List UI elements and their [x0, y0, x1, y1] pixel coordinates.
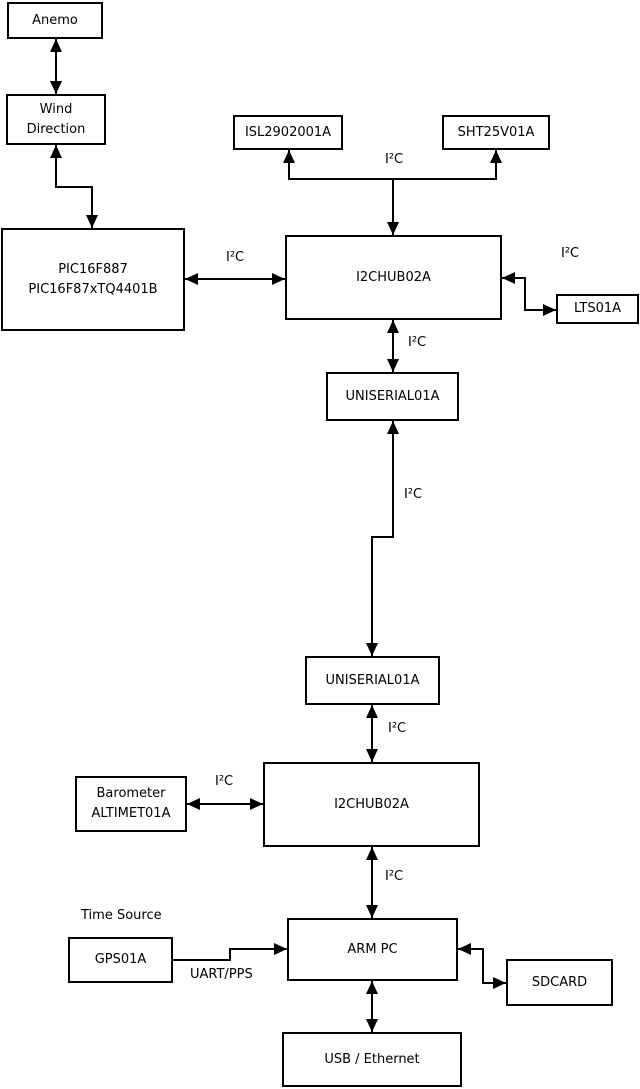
- node-uniserial01a-upper-label: UNISERIAL01A: [345, 388, 440, 404]
- edge-label-i2c-barometer-hub: I²C: [215, 774, 234, 789]
- node-arm-pc: ARM PC: [287, 918, 458, 981]
- node-anemo-label: Anemo: [32, 12, 78, 28]
- node-sdcard-label: SDCARD: [531, 974, 588, 990]
- node-isl2902001a-label: ISL2902001A: [244, 124, 332, 140]
- node-lts01a-label: LTS01A: [573, 301, 622, 316]
- edge-label-i2c-hub-uniserial: I²C: [408, 335, 427, 350]
- connector-gps-armpc: [173, 943, 287, 961]
- node-wind-direction-label-line1: Wind: [39, 101, 73, 117]
- connector-uniserial-upper-lower: [366, 421, 399, 656]
- node-uniserial01a-lower: UNISERIAL01A: [305, 656, 440, 705]
- node-i2chub02a-top: I2CHUB02A: [285, 235, 502, 320]
- node-pic16f887-label-line2: PIC16F87xTQ4401B: [28, 281, 158, 297]
- edge-label-uart-pps: UART/PPS: [190, 967, 253, 982]
- node-barometer-altimet01a: Barometer ALTIMET01A: [75, 776, 187, 832]
- edge-label-i2c-bus: I²C: [385, 152, 404, 167]
- node-sht25v01a: SHT25V01A: [442, 115, 550, 150]
- node-gps01a: GPS01A: [68, 937, 173, 983]
- node-i2chub02a-top-label: I2CHUB02A: [356, 269, 431, 285]
- node-i2chub02a-bottom-label: I2CHUB02A: [334, 796, 409, 812]
- node-arm-pc-label: ARM PC: [347, 941, 398, 957]
- node-pic16f887: PIC16F887 PIC16F87xTQ4401B: [1, 228, 185, 331]
- node-anemo: Anemo: [7, 2, 103, 39]
- node-i2chub02a-bottom: I2CHUB02A: [263, 762, 480, 847]
- edge-label-i2c-uniserial-link: I²C: [404, 487, 423, 502]
- node-lts01a: LTS01A: [556, 294, 639, 324]
- connector-armpc-sdcard: [458, 943, 506, 989]
- node-uniserial01a-upper: UNISERIAL01A: [326, 372, 459, 421]
- node-isl2902001a: ISL2902001A: [233, 115, 343, 150]
- connector-i2chub-top-lts: [502, 272, 556, 316]
- edge-label-i2c-uniserial-hub: I²C: [388, 721, 407, 736]
- node-uniserial01a-lower-label: UNISERIAL01A: [325, 672, 420, 688]
- edge-label-i2c-hub-lts: I²C: [561, 246, 580, 261]
- node-sdcard: SDCARD: [506, 959, 613, 1006]
- node-usb-ethernet-label: USB / Ethernet: [324, 1051, 420, 1067]
- node-barometer-label-line2: ALTIMET01A: [91, 806, 171, 821]
- connector-wind-pic: [50, 145, 98, 228]
- edge-label-i2c-pic-hub: I²C: [226, 250, 245, 265]
- node-pic16f887-label-line1: PIC16F887: [58, 261, 128, 277]
- caption-time-source: Time Source: [81, 908, 162, 923]
- node-barometer-label-line1: Barometer: [96, 786, 166, 801]
- edge-label-i2c-hub-armpc: I²C: [385, 869, 404, 884]
- node-gps01a-label: GPS01A: [94, 952, 147, 967]
- node-wind-direction-label-line2: Direction: [26, 121, 86, 137]
- node-usb-ethernet: USB / Ethernet: [282, 1032, 462, 1087]
- node-sht25v01a-label: SHT25V01A: [457, 124, 535, 140]
- node-wind-direction: Wind Direction: [6, 94, 106, 145]
